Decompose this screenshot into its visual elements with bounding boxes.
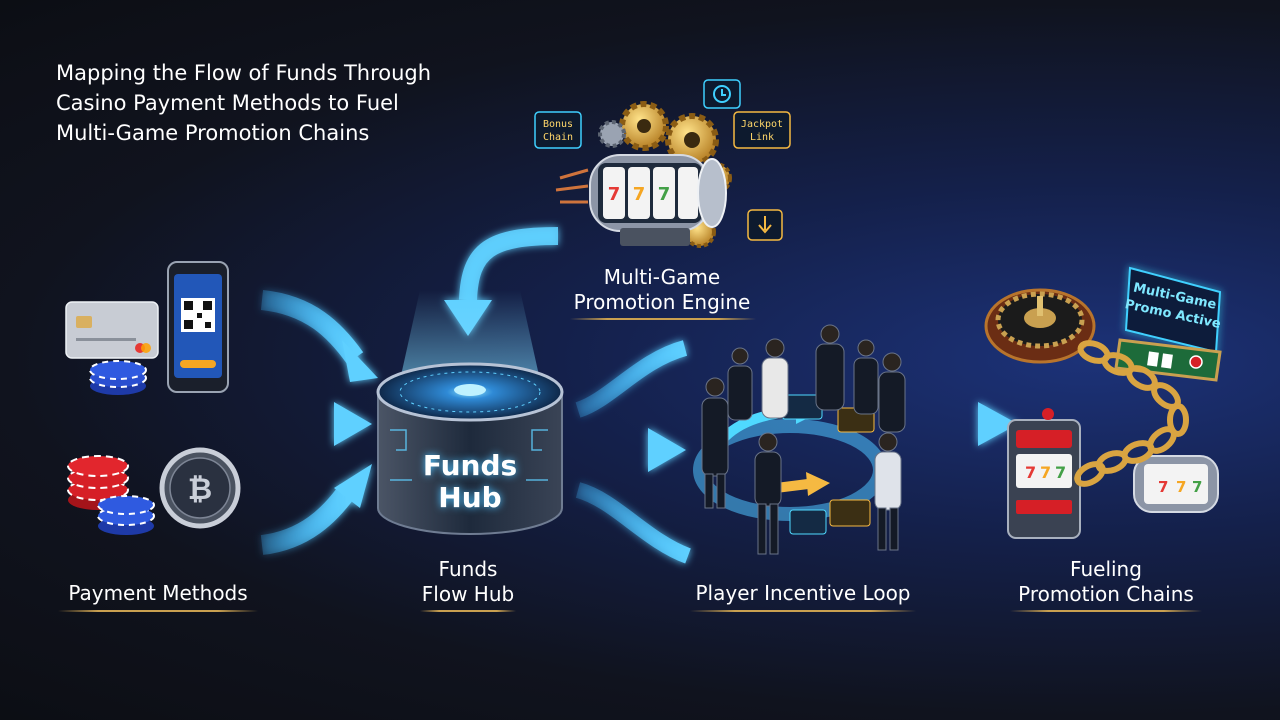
arrows-hub-to-loop	[575, 340, 692, 564]
player-incentive-loop-label: Player Incentive Loop	[695, 581, 911, 605]
title-line-3: Multi-Game Promotion Chains	[56, 121, 370, 145]
svg-text:₿: ₿	[188, 472, 212, 507]
crypto-coin-icon: ₿	[159, 447, 241, 529]
funds-hub-core-label: Funds Hub	[423, 450, 517, 514]
jackpot-link-line-2: Link	[750, 132, 774, 143]
chains-label-line-1: Fueling	[1070, 557, 1142, 581]
hub-label-line-1: Funds	[438, 557, 498, 581]
download-icon	[747, 209, 783, 241]
svg-text:7: 7	[608, 184, 621, 205]
engine-label-underline	[570, 318, 756, 320]
bonus-chain-line-1: Bonus	[543, 119, 573, 130]
svg-text:7: 7	[633, 184, 646, 205]
hub-label-line-2: Flow Hub	[421, 582, 515, 606]
svg-text:7: 7	[658, 184, 671, 205]
arrowhead-bottom	[334, 464, 372, 508]
chain-icon	[1074, 340, 1189, 487]
jackpot-link-line-1: Jackpot	[741, 119, 783, 130]
page-title: Mapping the Flow of Funds Through Casino…	[56, 58, 516, 148]
svg-text:7: 7	[1040, 463, 1051, 482]
svg-text:7: 7	[1025, 463, 1036, 482]
hub-label-underline	[420, 610, 516, 612]
poker-chip-icon	[89, 360, 147, 395]
flow-arrow-bottom	[260, 484, 357, 555]
jackpot-link-badge: Jackpot Link	[733, 111, 791, 149]
promo-screen: Multi-Game Promo Active	[1123, 266, 1222, 354]
arrowhead-out-middle	[648, 428, 686, 472]
svg-text:7: 7	[1192, 478, 1202, 496]
funds-hub-cylinder	[376, 290, 564, 535]
hub-core-line-1: Funds	[422, 449, 518, 482]
arrow-loop-to-chains	[916, 402, 1018, 446]
funds-flow-hub-label: Funds Flow Hub	[422, 557, 514, 607]
engine-label: Multi-Game Promotion Engine	[574, 265, 751, 315]
arrows-payment-to-hub	[260, 290, 378, 555]
svg-text:7: 7	[1176, 478, 1186, 496]
title-line-1: Mapping the Flow of Funds Through	[56, 61, 432, 85]
title-line-2: Casino Payment Methods to Fuel	[56, 91, 399, 115]
svg-text:7: 7	[1055, 463, 1066, 482]
payment-label-underline	[58, 610, 258, 612]
svg-text:7: 7	[1158, 478, 1168, 496]
slot-machine-icon: 7 7 7 7 7 7	[1007, 408, 1219, 539]
chains-label-underline	[1010, 610, 1202, 612]
arrowhead-middle	[334, 402, 372, 446]
flow-arrow-out-top	[575, 340, 688, 418]
flow-arrow-out-bottom	[575, 482, 692, 564]
arrowhead-top	[342, 340, 378, 382]
fueling-promotion-chains-label: Fueling Promotion Chains	[1018, 557, 1194, 607]
loop-label-underline	[690, 610, 916, 612]
slot-reel-icon: 7 7 7	[555, 154, 727, 246]
hub-core-line-2: Hub	[438, 481, 502, 514]
roulette-icon	[984, 288, 1096, 364]
payment-methods-label: Payment Methods	[68, 581, 248, 605]
clock-icon	[703, 79, 741, 109]
people-icon	[701, 324, 906, 555]
smartphone-qr-icon	[167, 261, 229, 393]
bonus-chain-line-2: Chain	[543, 132, 573, 143]
poker-chip-stack-icon	[67, 455, 155, 535]
bonus-chain-badge: Bonus Chain	[534, 111, 582, 149]
flow-arrow-top	[260, 290, 364, 364]
credit-card-icon	[65, 301, 159, 359]
engine-label-line-1: Multi-Game	[603, 265, 721, 289]
gears-icon	[598, 101, 732, 248]
engine-label-line-2: Promotion Engine	[573, 290, 751, 314]
chains-label-line-2: Promotion Chains	[1018, 582, 1194, 606]
